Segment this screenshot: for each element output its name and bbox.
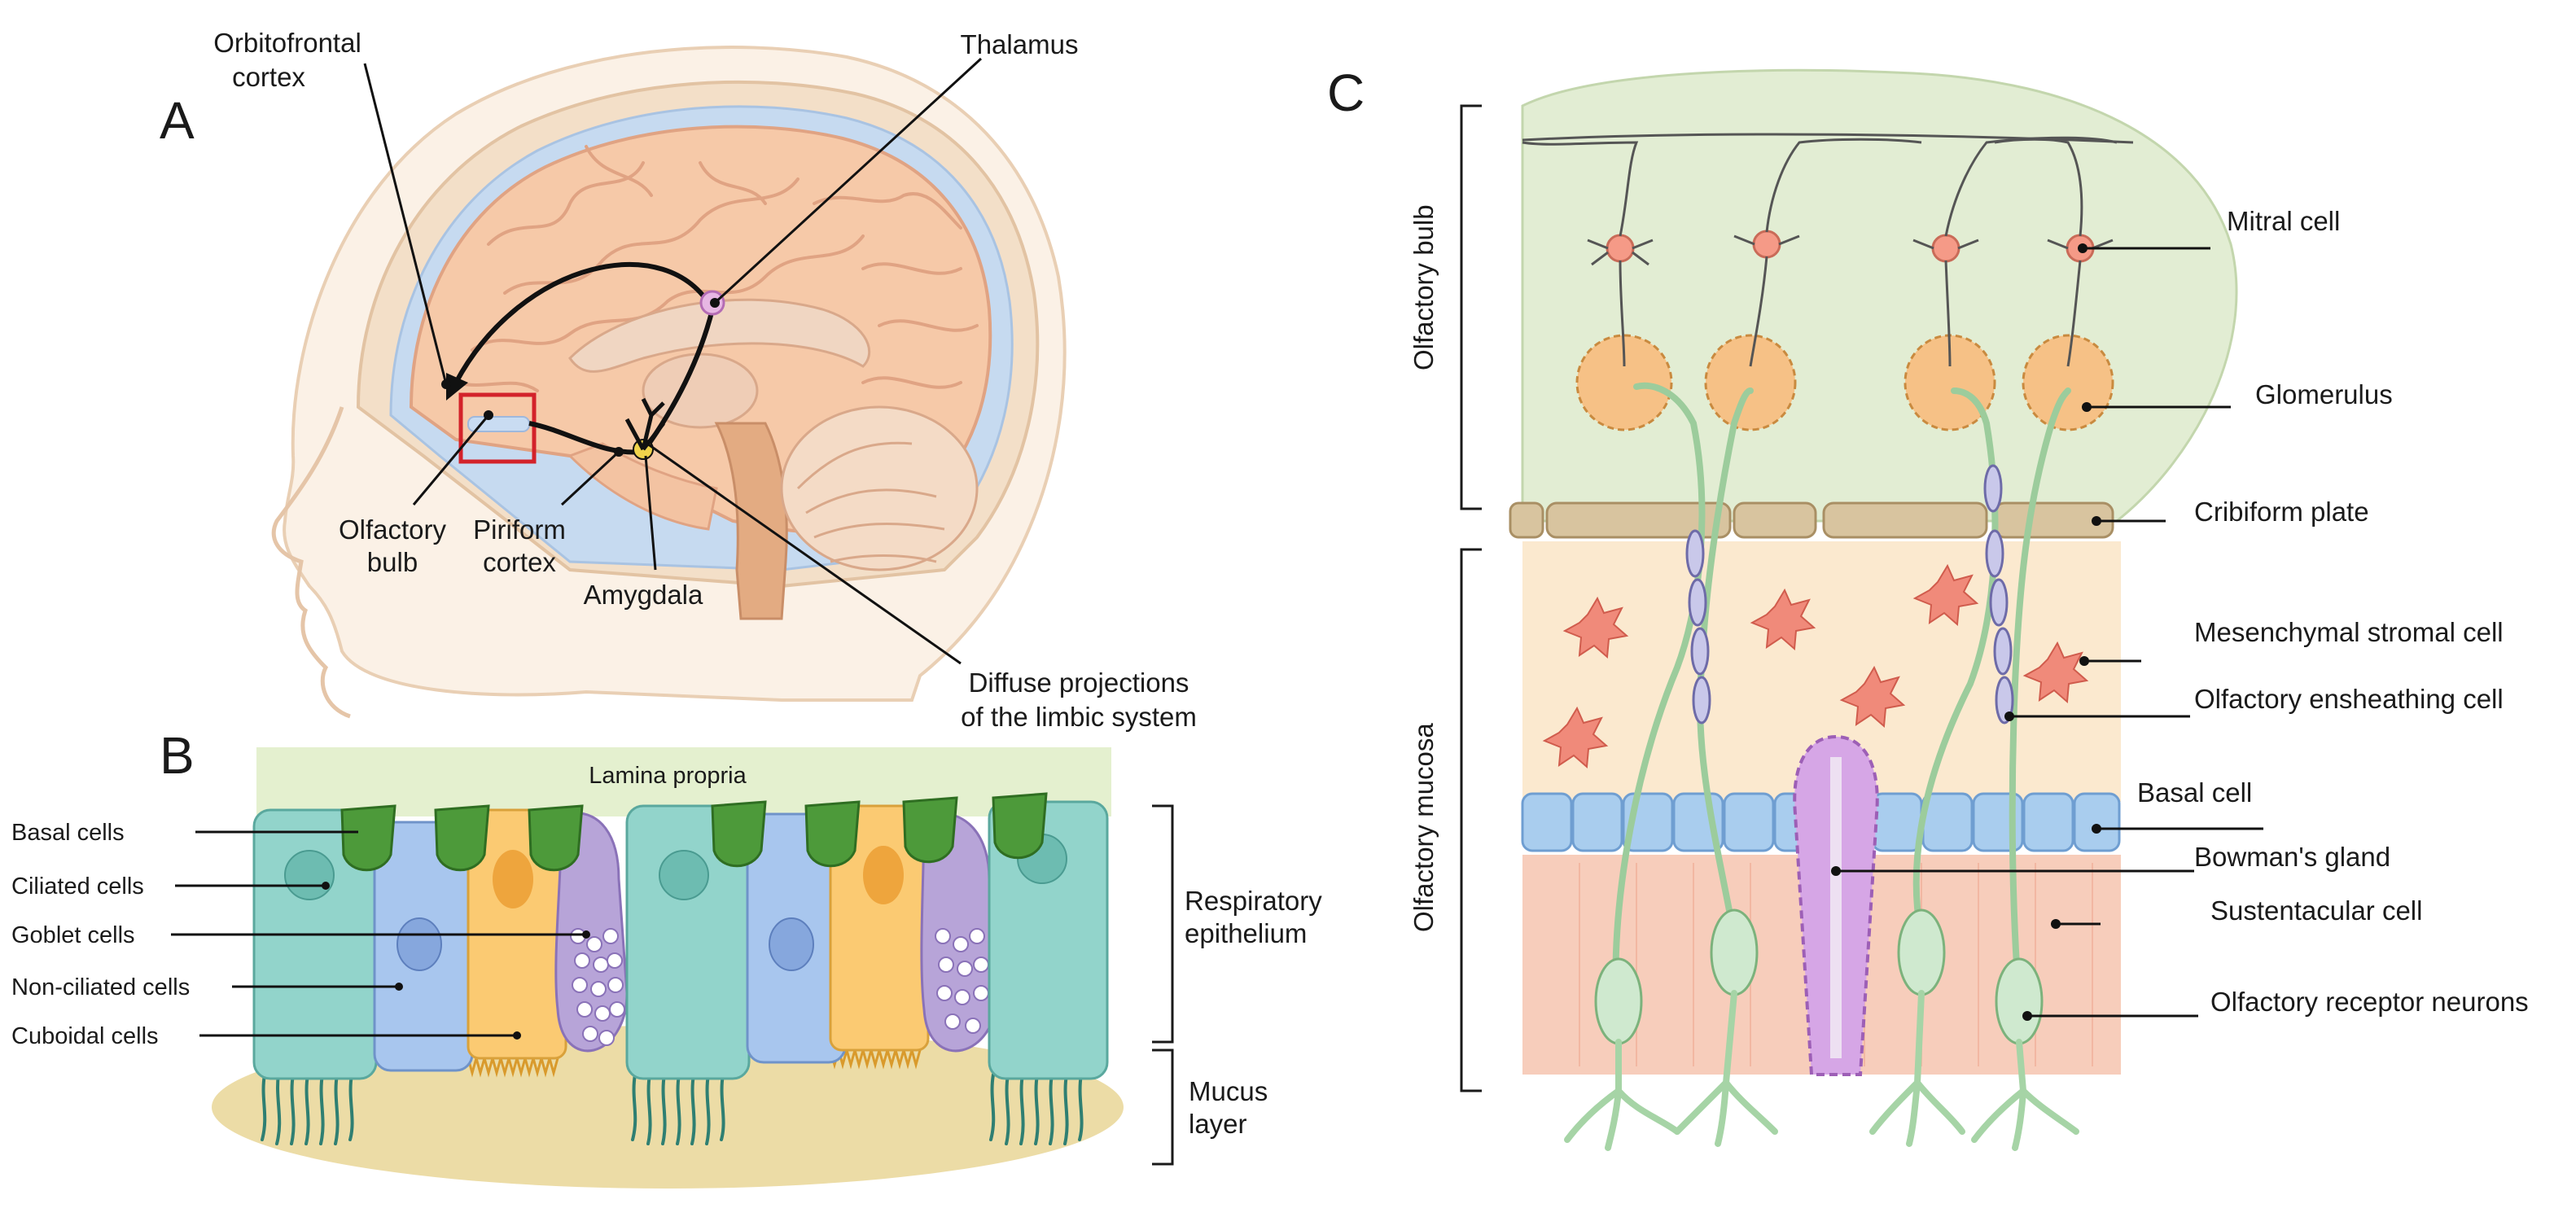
label-diffuse-line1: Diffuse projections — [969, 668, 1189, 698]
label-mesenchymal: Mesenchymal stromal cell — [2194, 617, 2504, 647]
leader-basal-cell-dot — [2092, 824, 2101, 834]
leader-piriform — [560, 450, 620, 506]
label-glomerulus: Glomerulus — [2255, 379, 2393, 409]
limbic-branches — [624, 397, 665, 451]
thalamus-structure — [642, 352, 759, 429]
panel-b: B Lamina propria — [11, 726, 1322, 1189]
ciliated-nucleus-2 — [659, 850, 709, 900]
face-profile — [271, 406, 351, 719]
leader-ciliated-dot — [322, 882, 330, 890]
label-mitral-cell: Mitral cell — [2227, 206, 2340, 236]
label-respiratory-line2: epithelium — [1185, 918, 1307, 948]
cerebellum — [780, 405, 979, 571]
label-non-ciliated-cells: Non-ciliated cells — [11, 974, 190, 1000]
label-olfactory-bulb-line2: bulb — [367, 547, 418, 577]
cribiform-plate — [1509, 501, 2114, 539]
bracket-olfactory-mucosa — [1460, 548, 1482, 1092]
basal-cells — [340, 792, 1048, 872]
leader-goblet-dot — [582, 930, 590, 939]
panel-c: C — [1327, 63, 2529, 1151]
panel-b-letter: B — [160, 726, 195, 785]
label-olfactory-bulb-c: Olfactory bulb — [1408, 204, 1439, 370]
leader-cribiform-dot — [2092, 516, 2101, 526]
olfactory-bulb-dome — [1521, 68, 2238, 523]
leader-thalamus-dot — [710, 298, 720, 308]
leader-mitral-dot — [2078, 243, 2088, 253]
panel-c-letter: C — [1327, 63, 1365, 122]
cilia — [261, 1073, 1084, 1145]
label-ensheathing: Olfactory ensheathing cell — [2194, 684, 2504, 714]
leader-diffuse — [646, 442, 962, 665]
label-piriform-line1: Piriform — [473, 514, 566, 545]
label-basal-cell: Basal cell — [2137, 777, 2252, 808]
leader-orbitofrontal — [363, 63, 448, 385]
leader-glomerulus-dot — [2082, 402, 2092, 412]
leader-piriform-dot — [614, 447, 624, 457]
lateral-olfactory-tract — [1522, 133, 2134, 144]
label-basal-cells: Basal cells — [11, 820, 125, 846]
temporal-lobe — [567, 442, 718, 531]
pathway-to-orbitofrontal — [453, 262, 715, 384]
leader-sustentacular-dot — [2051, 919, 2061, 929]
bracket-mucus — [1152, 1048, 1174, 1166]
label-orbitofrontal-line2: cortex — [232, 62, 305, 92]
leader-amygdala — [644, 455, 657, 571]
pathway-arrowhead — [446, 373, 468, 401]
label-amygdala: Amygdala — [584, 580, 703, 610]
label-respiratory-line1: Respiratory — [1185, 886, 1322, 916]
mitral-dendrites — [1522, 136, 2118, 367]
olfactory-bulb-highlight-box — [458, 392, 537, 464]
cuboidal-nucleus — [493, 850, 533, 908]
receptor-neuron-axons — [1612, 382, 2071, 1005]
label-orbitofrontal-line1: Orbitofrontal — [213, 28, 361, 58]
leader-mesenchymal-dot — [2079, 656, 2089, 666]
label-olfactory-bulb-line1: Olfactory — [339, 514, 447, 545]
leader-cuboidal-dot — [513, 1031, 521, 1040]
label-olfactory-mucosa: Olfactory mucosa — [1408, 723, 1439, 932]
leader-ensheathing-dot — [2004, 711, 2014, 721]
microvilli — [467, 1045, 922, 1078]
goblet-cell — [554, 812, 629, 1053]
panel-a: A — [160, 28, 1197, 732]
glomeruli — [1575, 334, 2114, 431]
mesenchymal-stromal-cells — [1542, 563, 2089, 769]
pathway-bulb-to-amygdala — [528, 421, 644, 455]
label-cribiform-plate: Cribiform plate — [2194, 497, 2369, 527]
label-ciliated-cells: Ciliated cells — [11, 873, 144, 900]
cuboidal-nucleus-2 — [863, 846, 904, 904]
panel-a-letter: A — [160, 91, 195, 150]
label-diffuse-line2: of the limbic system — [961, 702, 1197, 732]
ensheathing-cells — [1685, 464, 2014, 725]
leader-bowmans-dot — [1831, 866, 1841, 876]
label-sustentacular: Sustentacular cell — [2210, 895, 2422, 926]
goblet-granules-2 — [935, 928, 989, 1034]
leader-thalamus — [713, 57, 983, 304]
label-piriform-line2: cortex — [483, 547, 556, 577]
ciliated-nucleus — [284, 850, 335, 900]
bracket-olfactory-bulb — [1460, 104, 1482, 510]
ciliated-cell-3 — [988, 800, 1109, 1080]
label-bowmans-gland: Bowman's gland — [2194, 842, 2390, 872]
label-lamina-propria: Lamina propria — [589, 763, 747, 789]
non-ciliated-nucleus — [396, 917, 442, 971]
label-goblet-cells: Goblet cells — [11, 922, 135, 948]
leader-receptor-dot — [2022, 1011, 2032, 1021]
leader-olfactory-bulb-dot — [484, 410, 493, 420]
leader-olfactory-bulb — [412, 414, 490, 506]
label-cuboidal-cells: Cuboidal cells — [11, 1023, 159, 1049]
leader-orbitofrontal-dot — [441, 379, 451, 389]
goblet-granules — [570, 928, 625, 1046]
bracket-respiratory — [1152, 804, 1174, 1044]
non-ciliated-nucleus-2 — [769, 917, 814, 971]
label-mucus-line1: Mucus — [1189, 1076, 1268, 1106]
neuron-dendrites — [1564, 990, 2079, 1151]
label-receptor-neurons: Olfactory receptor neurons — [2210, 987, 2529, 1017]
label-mucus-line2: layer — [1189, 1109, 1247, 1139]
corpus-callosum — [568, 298, 871, 373]
label-thalamus: Thalamus — [961, 29, 1079, 59]
brainstem — [714, 422, 788, 620]
leader-non-ciliated-dot — [395, 983, 403, 991]
